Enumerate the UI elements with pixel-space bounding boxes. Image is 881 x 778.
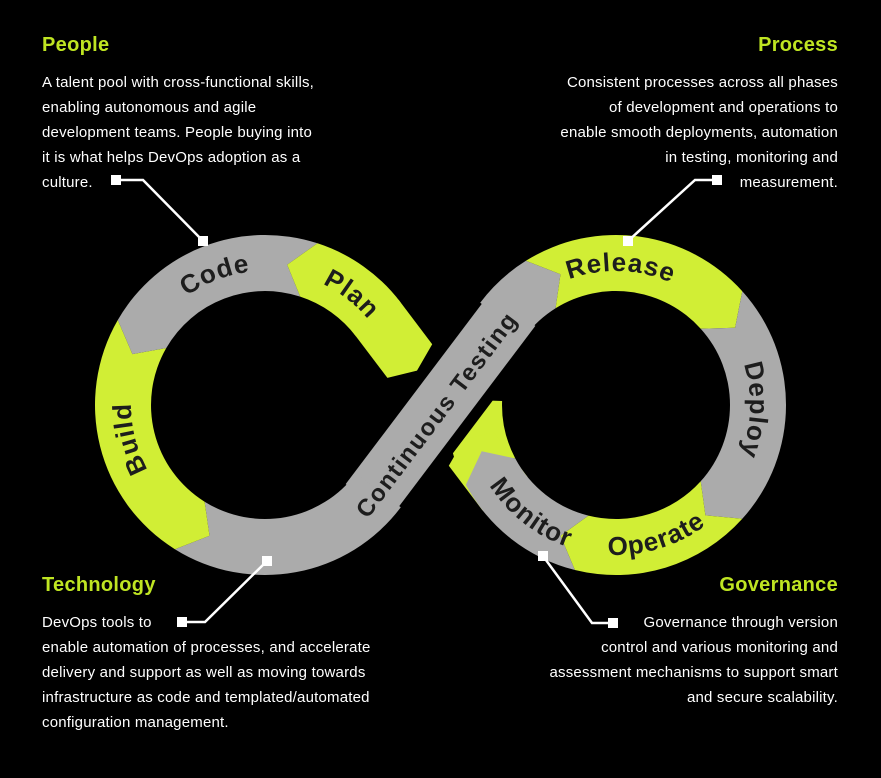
segment-operate	[560, 481, 743, 576]
process-block: Process Consistent processes across all …	[478, 34, 838, 195]
connector-technology-square-text	[177, 617, 187, 627]
connector-people	[111, 175, 208, 246]
technology-block: Technology DevOps tools to enable automa…	[42, 574, 402, 735]
connector-people-line	[116, 178, 204, 242]
people-block: People A talent pool with cross-function…	[42, 34, 402, 195]
connector-process-line	[627, 178, 717, 242]
segment-build	[95, 320, 210, 550]
technology-description: DevOps tools to enable automation of pro…	[42, 614, 371, 731]
process-heading: Process	[758, 34, 838, 56]
connector-people-square-text	[111, 175, 121, 185]
connector-people-square-loop	[198, 236, 208, 246]
connector-governance-line	[541, 555, 613, 625]
segment-monitor	[465, 451, 589, 570]
process-description: Consistent processes across all phases o…	[560, 74, 838, 191]
segment-gray-lead-right	[480, 260, 561, 337]
continuous-testing-band	[345, 292, 536, 518]
governance-heading: Governance	[719, 574, 838, 596]
connector-governance-square-loop	[538, 551, 548, 561]
governance-block: Governance Governance through version co…	[478, 574, 838, 710]
connector-process	[623, 175, 722, 246]
technology-heading: Technology	[42, 574, 156, 596]
connector-technology	[177, 556, 272, 627]
segment-deploy	[700, 291, 787, 519]
connector-process-square-loop	[623, 236, 633, 246]
people-heading: People	[42, 34, 110, 56]
segment-plan	[287, 243, 401, 337]
connector-governance	[538, 551, 618, 628]
connector-technology-line	[182, 560, 268, 624]
segment-code	[117, 234, 318, 355]
governance-description: Governance through version control and v…	[549, 614, 838, 706]
segment-gray-bottom-left	[174, 473, 401, 576]
connector-governance-square-text	[608, 618, 618, 628]
connector-technology-square-loop	[262, 556, 272, 566]
segment-release	[525, 234, 743, 329]
connector-process-square-text	[712, 175, 722, 185]
people-description: A talent pool with cross-functional skil…	[42, 74, 315, 191]
